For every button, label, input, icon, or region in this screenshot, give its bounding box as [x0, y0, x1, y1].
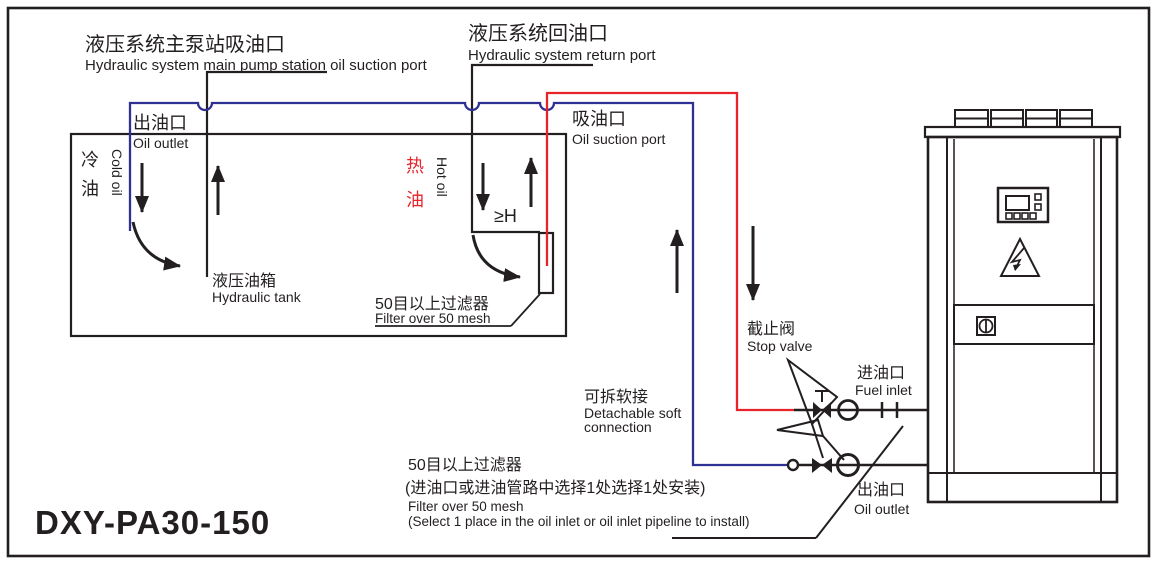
arrow-to-filter — [471, 234, 521, 283]
chiller-top-vents — [954, 109, 1093, 128]
pump-circle-upper-icon — [837, 399, 859, 421]
label-inlet-filter-en1: Filter over 50 mesh — [408, 499, 524, 514]
label-tank-filter-en: Filter over 50 mesh — [375, 311, 491, 326]
label-inlet-filter-cn1: 50目以上过滤器 — [408, 456, 522, 474]
label-main-pump-suction-en: Hydraulic system main pump station oil s… — [85, 57, 428, 74]
label-hydraulic-tank-cn: 液压油箱 — [212, 272, 276, 290]
panel-button — [1013, 212, 1021, 220]
label-main-pump-suction-cn: 液压系统主泵站吸油口 — [85, 33, 285, 56]
control-panel — [996, 186, 1050, 224]
label-detachable-en2: connection — [584, 419, 652, 435]
tank-body — [69, 132, 568, 338]
hydraulic-tank — [69, 63, 593, 338]
arrow-tank-circulation-left — [131, 221, 181, 271]
stop-valve-lower-icon — [812, 458, 832, 473]
label-detachable-cn: 可拆软接 — [584, 388, 648, 406]
label-cold-oil-cn-2: 油 — [81, 179, 99, 199]
door-latch-icon — [976, 316, 996, 336]
label-oil-suction-port-cn: 吸油口 — [572, 109, 626, 129]
label-stop-valve-en: Stop valve — [747, 338, 813, 354]
label-chiller-oil-outlet-cn: 出油口 — [857, 481, 905, 499]
hot-oil-pipe — [545, 91, 794, 412]
label-inlet-filter-cn2: (进油口或进油管路中选择1处选择1处安装) — [405, 479, 705, 497]
label-oil-suction-port-en: Oil suction port — [572, 131, 665, 147]
label-stop-valve-cn: 截止阀 — [747, 320, 795, 338]
pump-suction-pipe-line — [205, 70, 327, 277]
stop-valve-upper-icon — [813, 390, 831, 418]
high-voltage-warning-icon — [999, 236, 1041, 277]
panel-button — [1021, 212, 1029, 220]
return-pipe-line — [470, 63, 593, 234]
label-chiller-oil-outlet-en: Oil outlet — [854, 501, 909, 517]
text-labels: 液压系统主泵站吸油口 Hydraulic system main pump st… — [35, 22, 912, 541]
label-hot-oil-cn-1: 热 — [406, 156, 424, 176]
label-hot-oil-cn-2: 油 — [406, 190, 424, 210]
panel-display — [1005, 195, 1030, 211]
label-inlet-filter-en2: (Select 1 place in the oil inlet or oil … — [408, 514, 749, 529]
diagram-border — [6, 6, 1151, 558]
panel-button — [1034, 193, 1042, 201]
inlet-filter-leader — [815, 425, 904, 539]
label-hydraulic-tank-en: Hydraulic tank — [212, 289, 302, 305]
chiller-unit — [923, 109, 1122, 504]
chiller-lid — [923, 125, 1122, 139]
label-return-port-cn: 液压系统回油口 — [468, 22, 608, 45]
pipes — [128, 91, 794, 467]
label-fuel-inlet-cn: 进油口 — [857, 364, 905, 382]
tank-filter-leader — [510, 293, 541, 327]
flow-arrows — [131, 157, 760, 301]
chiller-cabinet — [926, 135, 1119, 504]
chiller-middle-band — [953, 304, 1095, 345]
valve-assembly — [672, 357, 928, 539]
panel-button — [1034, 203, 1042, 211]
pump-circle-lower-icon — [836, 453, 860, 477]
label-tank-oil-outlet-en: Oil outlet — [133, 135, 188, 151]
label-tank-oil-outlet-cn: 出油口 — [133, 113, 187, 133]
label-cold-oil-en: Cold oil — [109, 149, 125, 196]
soft-connection-circle-icon — [786, 458, 800, 472]
label-return-port-en: Hydraulic system return port — [468, 47, 656, 64]
model-number: DXY-PA30-150 — [35, 504, 270, 541]
label-detachable-en1: Detachable soft — [584, 405, 681, 421]
panel-button — [1005, 212, 1013, 220]
label-hot-oil-en: Hot oil — [434, 157, 450, 197]
panel-button — [1029, 212, 1037, 220]
label-fuel-inlet-en: Fuel inlet — [855, 382, 912, 398]
cold-oil-pipe — [128, 101, 787, 467]
label-tank-filter-cn: 50目以上过滤器 — [375, 295, 489, 313]
label-height-note: ≥H — [494, 206, 517, 226]
label-cold-oil-cn-1: 冷 — [81, 150, 99, 170]
